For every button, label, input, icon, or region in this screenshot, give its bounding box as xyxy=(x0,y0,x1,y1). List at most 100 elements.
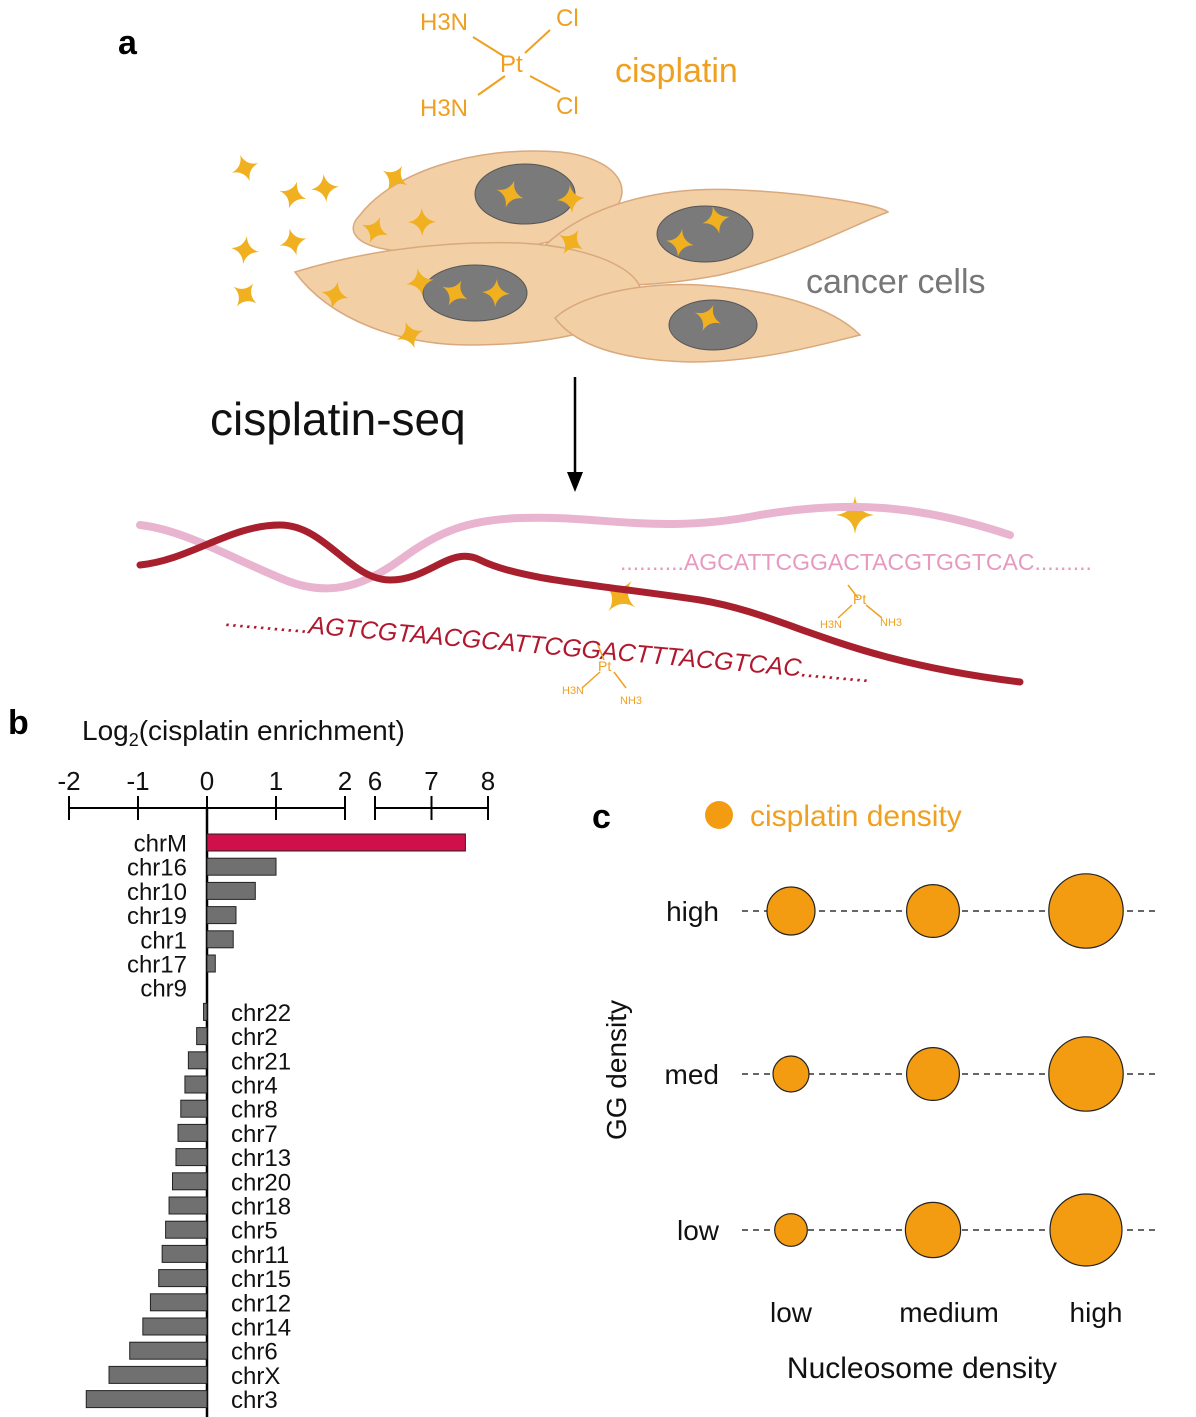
cell-nucleus xyxy=(668,299,758,351)
bond-line xyxy=(581,671,601,689)
category-label-chr4: chr4 xyxy=(231,1073,278,1100)
category-label-chr11: chr11 xyxy=(231,1242,289,1269)
bubble-med-low xyxy=(772,1055,810,1093)
bond-line xyxy=(524,29,551,54)
bar-chr21 xyxy=(187,1051,208,1070)
x-tick-label: 0 xyxy=(200,766,214,796)
molecule-cl-top: Cl xyxy=(556,5,579,32)
bar-chr19 xyxy=(206,906,237,925)
category-label-chr20: chr20 xyxy=(231,1169,291,1196)
method-label: cisplatin-seq xyxy=(210,393,466,445)
adduct-bottom-right: NH3 xyxy=(620,695,642,707)
category-label-chr10: chr10 xyxy=(127,879,187,906)
category-label-chr13: chr13 xyxy=(231,1145,291,1172)
bar-chr10 xyxy=(206,881,256,900)
bar-chrM xyxy=(206,833,466,852)
x-tick-label: 7 xyxy=(424,766,438,796)
bubble-high-low xyxy=(766,886,816,936)
bar-chr11 xyxy=(161,1244,208,1263)
cisplatin-star-icon xyxy=(362,217,388,243)
cisplatin-star-icon xyxy=(396,321,424,349)
cisplatin-star-icon xyxy=(231,154,259,182)
cisplatin-star-icon xyxy=(836,496,874,534)
bar-chr17 xyxy=(206,954,216,973)
cisplatin-star-icon xyxy=(279,181,307,209)
bar-chr8 xyxy=(180,1099,208,1118)
panel-b-letter: b xyxy=(8,704,29,742)
adduct-top-right: NH3 xyxy=(880,617,902,629)
bar-chr20 xyxy=(172,1172,208,1191)
panel-c: c cisplatin density GG density Nucleosom… xyxy=(592,798,1160,1385)
bar-chr15 xyxy=(158,1269,208,1288)
panel-a: a H3N Cl Pt H3N Cl cisplatin cancer cell… xyxy=(118,5,1092,707)
col-label-low: low xyxy=(770,1297,813,1328)
bond-line xyxy=(477,75,506,96)
bond-line xyxy=(597,644,605,661)
category-label-chr12: chr12 xyxy=(231,1290,291,1317)
category-label-chrX: chrX xyxy=(231,1363,280,1390)
cancer-cells-label: cancer cells xyxy=(806,263,986,301)
legend-dot xyxy=(705,801,733,829)
bar-chrX xyxy=(108,1365,208,1384)
bar-chr14 xyxy=(142,1317,208,1336)
category-label-chr21: chr21 xyxy=(231,1048,291,1075)
panel-a-letter: a xyxy=(118,24,138,62)
bar-chr5 xyxy=(165,1220,208,1239)
bond-line xyxy=(472,36,506,58)
category-label-chrM: chrM xyxy=(134,831,187,858)
bond-line xyxy=(847,584,859,599)
cisplatin-star-icon xyxy=(231,236,259,264)
molecule-pt: Pt xyxy=(500,51,523,78)
cisplatin-star-icon xyxy=(702,206,730,234)
x-tick-label: 1 xyxy=(269,766,283,796)
bubble-low-high xyxy=(1049,1193,1123,1267)
bubble-high-medium xyxy=(905,883,960,938)
bar-chr7 xyxy=(177,1123,208,1142)
bubble-low-medium xyxy=(904,1201,962,1259)
cisplatin-star-icon xyxy=(279,228,307,256)
col-label-high: high xyxy=(1070,1297,1123,1328)
category-label-chr18: chr18 xyxy=(231,1194,291,1221)
bar-chr1 xyxy=(206,930,234,949)
category-label-chr14: chr14 xyxy=(231,1315,291,1342)
cell-nucleus xyxy=(656,205,754,263)
bubble-low-low xyxy=(774,1213,808,1247)
cisplatin-star-icon xyxy=(233,283,257,307)
molecule-h3n-top: H3N xyxy=(420,9,468,36)
pt-adduct-bottom: Pt H3N NH3 xyxy=(562,644,642,707)
bar-chr12 xyxy=(149,1293,208,1312)
x-tick-label: -1 xyxy=(126,766,149,796)
x-tick-label: 2 xyxy=(338,766,352,796)
cisplatin-star-icon xyxy=(604,580,636,612)
col-label-medium: medium xyxy=(899,1297,999,1328)
category-label-chr17: chr17 xyxy=(127,952,187,979)
category-label-chr7: chr7 xyxy=(231,1121,278,1148)
x-tick-label: 8 xyxy=(481,766,495,796)
bar-chr18 xyxy=(168,1196,208,1215)
dna-dark-strand xyxy=(136,521,1024,686)
cisplatin-molecule: H3N Cl Pt H3N Cl xyxy=(420,5,579,122)
process-arrow-head xyxy=(567,472,583,492)
bar-chr3 xyxy=(85,1390,208,1409)
cell-nucleus xyxy=(474,163,576,225)
x-axis-title: Nucleosome density xyxy=(787,1352,1057,1385)
category-label-chr2: chr2 xyxy=(231,1024,278,1051)
row-label-low: low xyxy=(677,1215,720,1246)
y-axis-title: GG density xyxy=(601,1000,632,1140)
adduct-bottom-left: H3N xyxy=(562,685,584,697)
cisplatin-label: cisplatin xyxy=(615,52,738,90)
dna-ribbons xyxy=(136,502,1024,686)
x-tick-label: -2 xyxy=(57,766,80,796)
cisplatin-star-icon xyxy=(442,280,468,306)
cisplatin-star-icon xyxy=(482,279,510,307)
cisplatin-star-icon xyxy=(311,174,339,202)
category-label-chr16: chr16 xyxy=(127,855,187,882)
category-label-chr19: chr19 xyxy=(127,903,187,930)
bar-chr6 xyxy=(129,1341,208,1360)
cisplatin-star-icon xyxy=(496,180,524,208)
axis-title-sub: 2 xyxy=(129,730,139,750)
